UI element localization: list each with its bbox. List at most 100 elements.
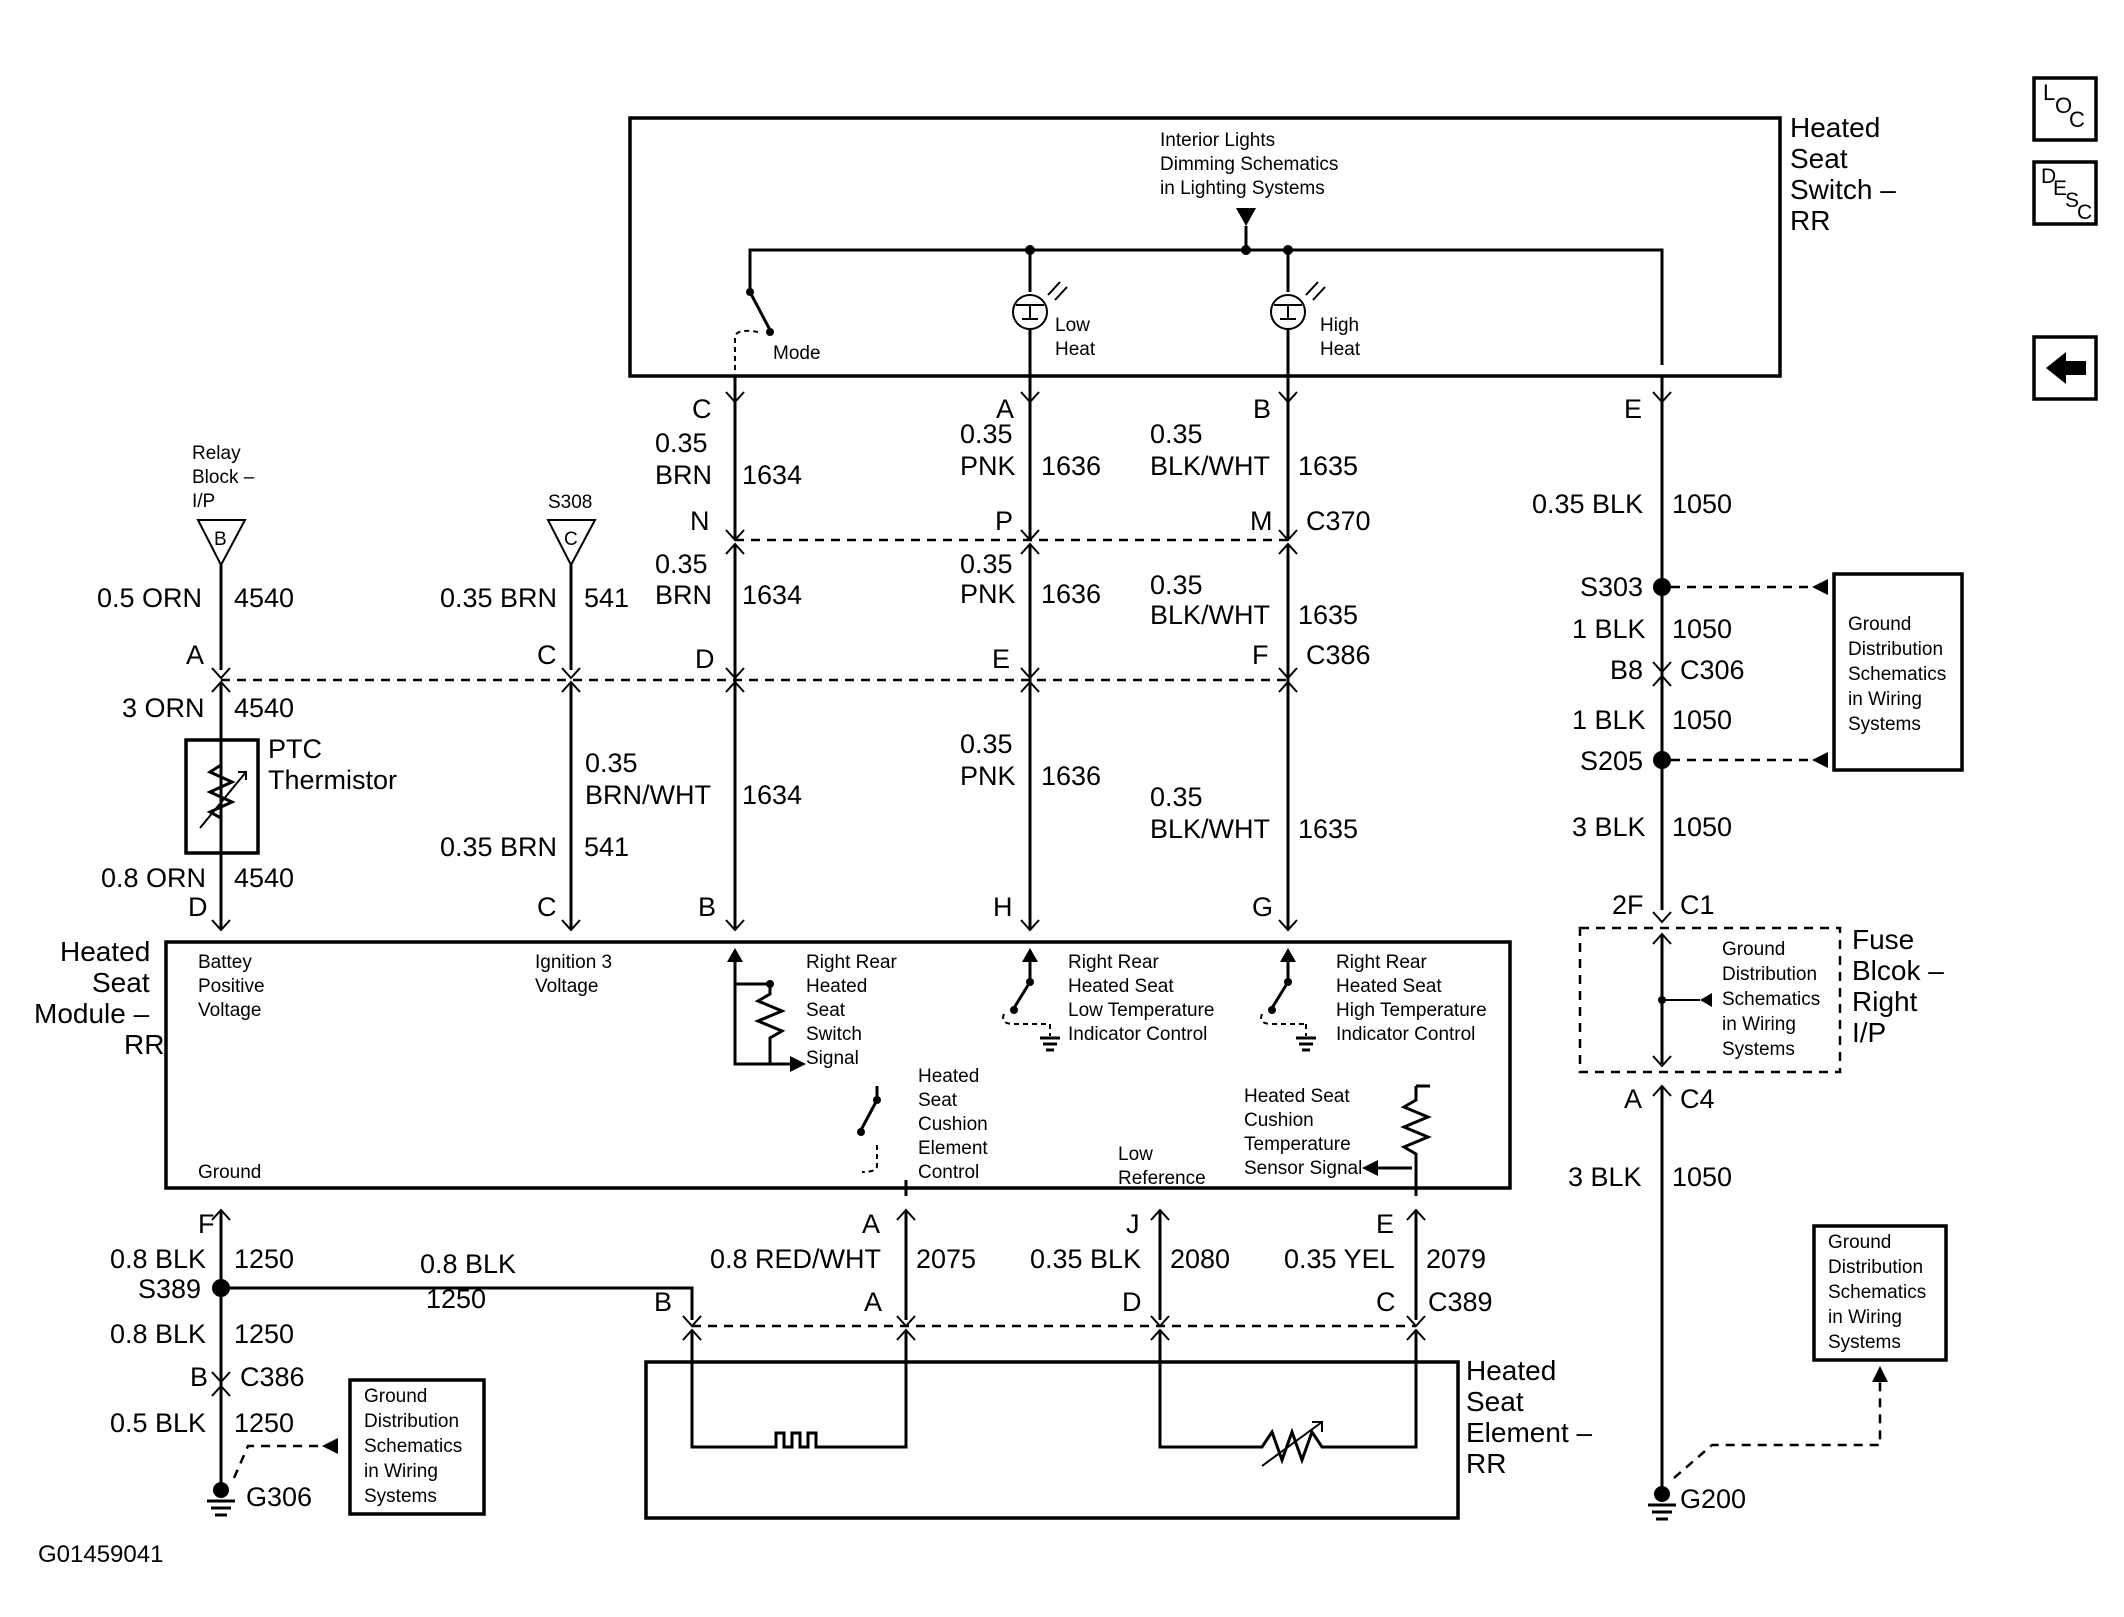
- diagram-label: 3 BLK: [1572, 812, 1646, 842]
- diagram-label: G306: [246, 1482, 312, 1512]
- heating-element-icon: [690, 1330, 908, 1449]
- bottom-wires: F 0.8 BLK 1250 S389 0.8 BLK 1250 0.8 BLK…: [110, 1208, 1493, 1517]
- diagram-label: High Temperature: [1336, 1000, 1487, 1021]
- diagram-label: E: [2053, 177, 2067, 200]
- diagram-label: C1: [1680, 890, 1715, 920]
- diagram-label: Seat: [918, 1090, 958, 1111]
- schematic-symbol: [1236, 208, 1256, 226]
- diagram-label: Low Temperature: [1068, 1000, 1214, 1021]
- diagram-label: in Wiring: [1848, 689, 1922, 710]
- diagram-label: 4540: [234, 863, 294, 893]
- diagram-label: 4540: [234, 693, 294, 723]
- diagram-label: RR: [1790, 205, 1830, 236]
- diagram-label: Systems: [1722, 1039, 1795, 1060]
- diagram-label: 0.35 BRN: [440, 583, 557, 613]
- diagram-label: E: [1376, 1209, 1394, 1239]
- diagram-label: Ground: [198, 1162, 261, 1183]
- diagram-label: 0.8 BLK: [110, 1319, 206, 1349]
- diagram-label: Heated: [1790, 112, 1880, 143]
- schematic-symbol: [1047, 281, 1068, 301]
- ground-distribution-box-2: [1812, 1224, 1948, 1362]
- schematic-symbol: [1400, 1086, 1432, 1196]
- diagram-label: 2080: [1170, 1244, 1230, 1274]
- wire: [1012, 981, 1032, 1009]
- schematic-symbol: [1016, 304, 1044, 320]
- diagram-label: 0.5 BLK: [110, 1408, 206, 1438]
- diagram-label: 0.8 RED/WHT: [710, 1244, 881, 1274]
- diagram-label: PNK: [960, 579, 1016, 609]
- diagram-label: 2075: [916, 1244, 976, 1274]
- diagram-label: 1050: [1672, 812, 1732, 842]
- diagram-label: C: [2069, 107, 2085, 132]
- diagram-label: Dimming Schematics: [1160, 154, 1338, 175]
- diagram-label: Heated: [918, 1066, 979, 1087]
- diagram-label: S389: [138, 1274, 201, 1304]
- diagram-label: Control: [918, 1162, 979, 1183]
- diagram-label: 1250: [234, 1319, 294, 1349]
- diagram-label: C: [2077, 201, 2092, 224]
- diagram-label: I/P: [192, 491, 215, 512]
- diagram-label: Reference: [1118, 1168, 1206, 1189]
- diagram-label: 1635: [1298, 814, 1358, 844]
- diagram-label: Signal: [806, 1048, 859, 1069]
- diagram-label: in Lighting Systems: [1160, 178, 1325, 199]
- diagram-label: Schematics: [1828, 1282, 1926, 1303]
- diagram-label: Indicator Control: [1336, 1024, 1475, 1045]
- diagram-label: Ground: [1722, 939, 1785, 960]
- schematic-symbol: [232, 1444, 322, 1479]
- schematic-symbol: [1362, 1160, 1378, 1176]
- schematic-symbol: [861, 1145, 878, 1173]
- diagram-label: Ground: [364, 1386, 427, 1407]
- diagram-label: 0.35: [585, 748, 638, 778]
- diagram-label: B: [190, 1362, 208, 1392]
- diagram-label: 1250: [234, 1244, 294, 1274]
- diagram-label: Schematics: [1722, 989, 1820, 1010]
- diagram-label: A: [186, 640, 204, 670]
- figure-id: G01459041: [38, 1541, 163, 1568]
- diagram-label: 0.35 BRN: [440, 832, 557, 862]
- diagram-label: 2F: [1612, 890, 1644, 920]
- schematic-symbol: [1261, 1421, 1323, 1467]
- diagram-label: C4: [1680, 1084, 1715, 1114]
- diagram-label: A: [1624, 1084, 1642, 1114]
- diagram-label: 1634: [742, 580, 802, 610]
- schematic-symbol: [211, 667, 1298, 680]
- diagram-label: C386: [1306, 640, 1371, 670]
- schematic-symbol: [734, 329, 759, 370]
- schematic-symbol: [1040, 1036, 1060, 1052]
- diagram-label: J: [1126, 1209, 1140, 1239]
- diagram-label: RR: [1466, 1448, 1506, 1479]
- diagram-label: A: [996, 394, 1014, 424]
- diagram-label: 0.8 BLK: [420, 1249, 516, 1279]
- schematic-symbol: [2032, 76, 2098, 142]
- diagram-label: S308: [548, 492, 592, 513]
- diagram-label: C: [564, 529, 578, 550]
- diagram-label: 0.35: [960, 729, 1013, 759]
- diagram-label: 0.35 BLK: [1030, 1244, 1141, 1274]
- back-arrow-button[interactable]: [2032, 335, 2098, 401]
- fuse-block: [1578, 926, 1842, 1074]
- diagram-label: O: [2055, 93, 2072, 118]
- diagram-label: Switch: [806, 1024, 862, 1045]
- desc-button[interactable]: D E S C: [2032, 160, 2098, 226]
- diagram-label: Systems: [364, 1486, 437, 1507]
- loc-button[interactable]: L O C: [2032, 76, 2098, 142]
- diagram-label: Distribution: [1848, 639, 1943, 660]
- diagram-label: C306: [1680, 655, 1745, 685]
- diagram-label: C: [692, 394, 712, 424]
- schematic-symbol: [857, 1128, 865, 1136]
- diagram-label: Heated Seat: [1336, 976, 1442, 997]
- heated-seat-module: Heated Seat Module – RR Battey Positive …: [34, 936, 1512, 1196]
- schematic-symbol: [164, 940, 1512, 1190]
- diagram-label: D: [2041, 165, 2056, 188]
- diagram-label: 541: [584, 583, 629, 613]
- diagram-label: B: [214, 529, 227, 550]
- diagram-label: 0.35: [1150, 419, 1203, 449]
- diagram-label: S205: [1580, 746, 1643, 776]
- diagram-label: 1250: [234, 1408, 294, 1438]
- switch-wires: C A B E 0.35 BRN 1634 0.35 PNK 1636 0.35…: [655, 376, 1732, 930]
- diagram-label: PNK: [960, 451, 1016, 481]
- schematic-symbol: [1260, 1013, 1307, 1036]
- diagram-label: Cushion: [1244, 1110, 1314, 1131]
- diagram-label: 1635: [1298, 600, 1358, 630]
